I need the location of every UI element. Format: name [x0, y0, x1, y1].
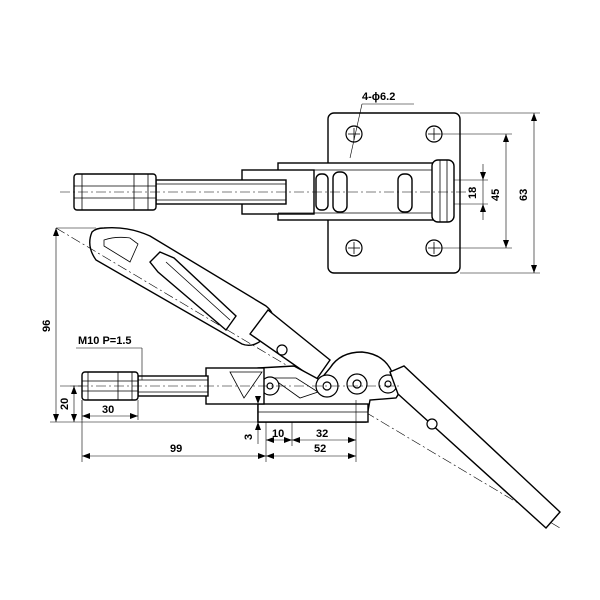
pivot-pin: [431, 159, 455, 223]
base-plate: [257, 403, 369, 423]
dim-offset-small: 3: [243, 434, 255, 440]
hole-callout: 4-ϕ6.2: [362, 91, 395, 103]
dim-plate-height: 63: [518, 189, 530, 201]
dim-slot-height: 18: [467, 187, 479, 199]
side-view: M10 P=1.5 96 20 30 3 10: [41, 226, 561, 529]
dim-length-total: 99: [170, 443, 182, 455]
dim-length-base: 52: [314, 443, 326, 455]
handle: [55, 226, 561, 529]
dim-nut-length: 30: [102, 404, 114, 416]
dim-base-height: 20: [59, 398, 71, 410]
linkage-body: [257, 351, 401, 423]
dim-height-total: 96: [41, 320, 53, 332]
dim-base-left: 10: [272, 428, 284, 440]
dim-base-right: 32: [316, 428, 328, 440]
handle-lower: [389, 365, 561, 529]
thread-callout: M10 P=1.5: [78, 335, 132, 347]
top-view: 4-ϕ6.2 63 45 18: [60, 91, 540, 274]
dim-hole-spacing: 45: [490, 189, 502, 201]
link-pin-3: [397, 173, 413, 213]
